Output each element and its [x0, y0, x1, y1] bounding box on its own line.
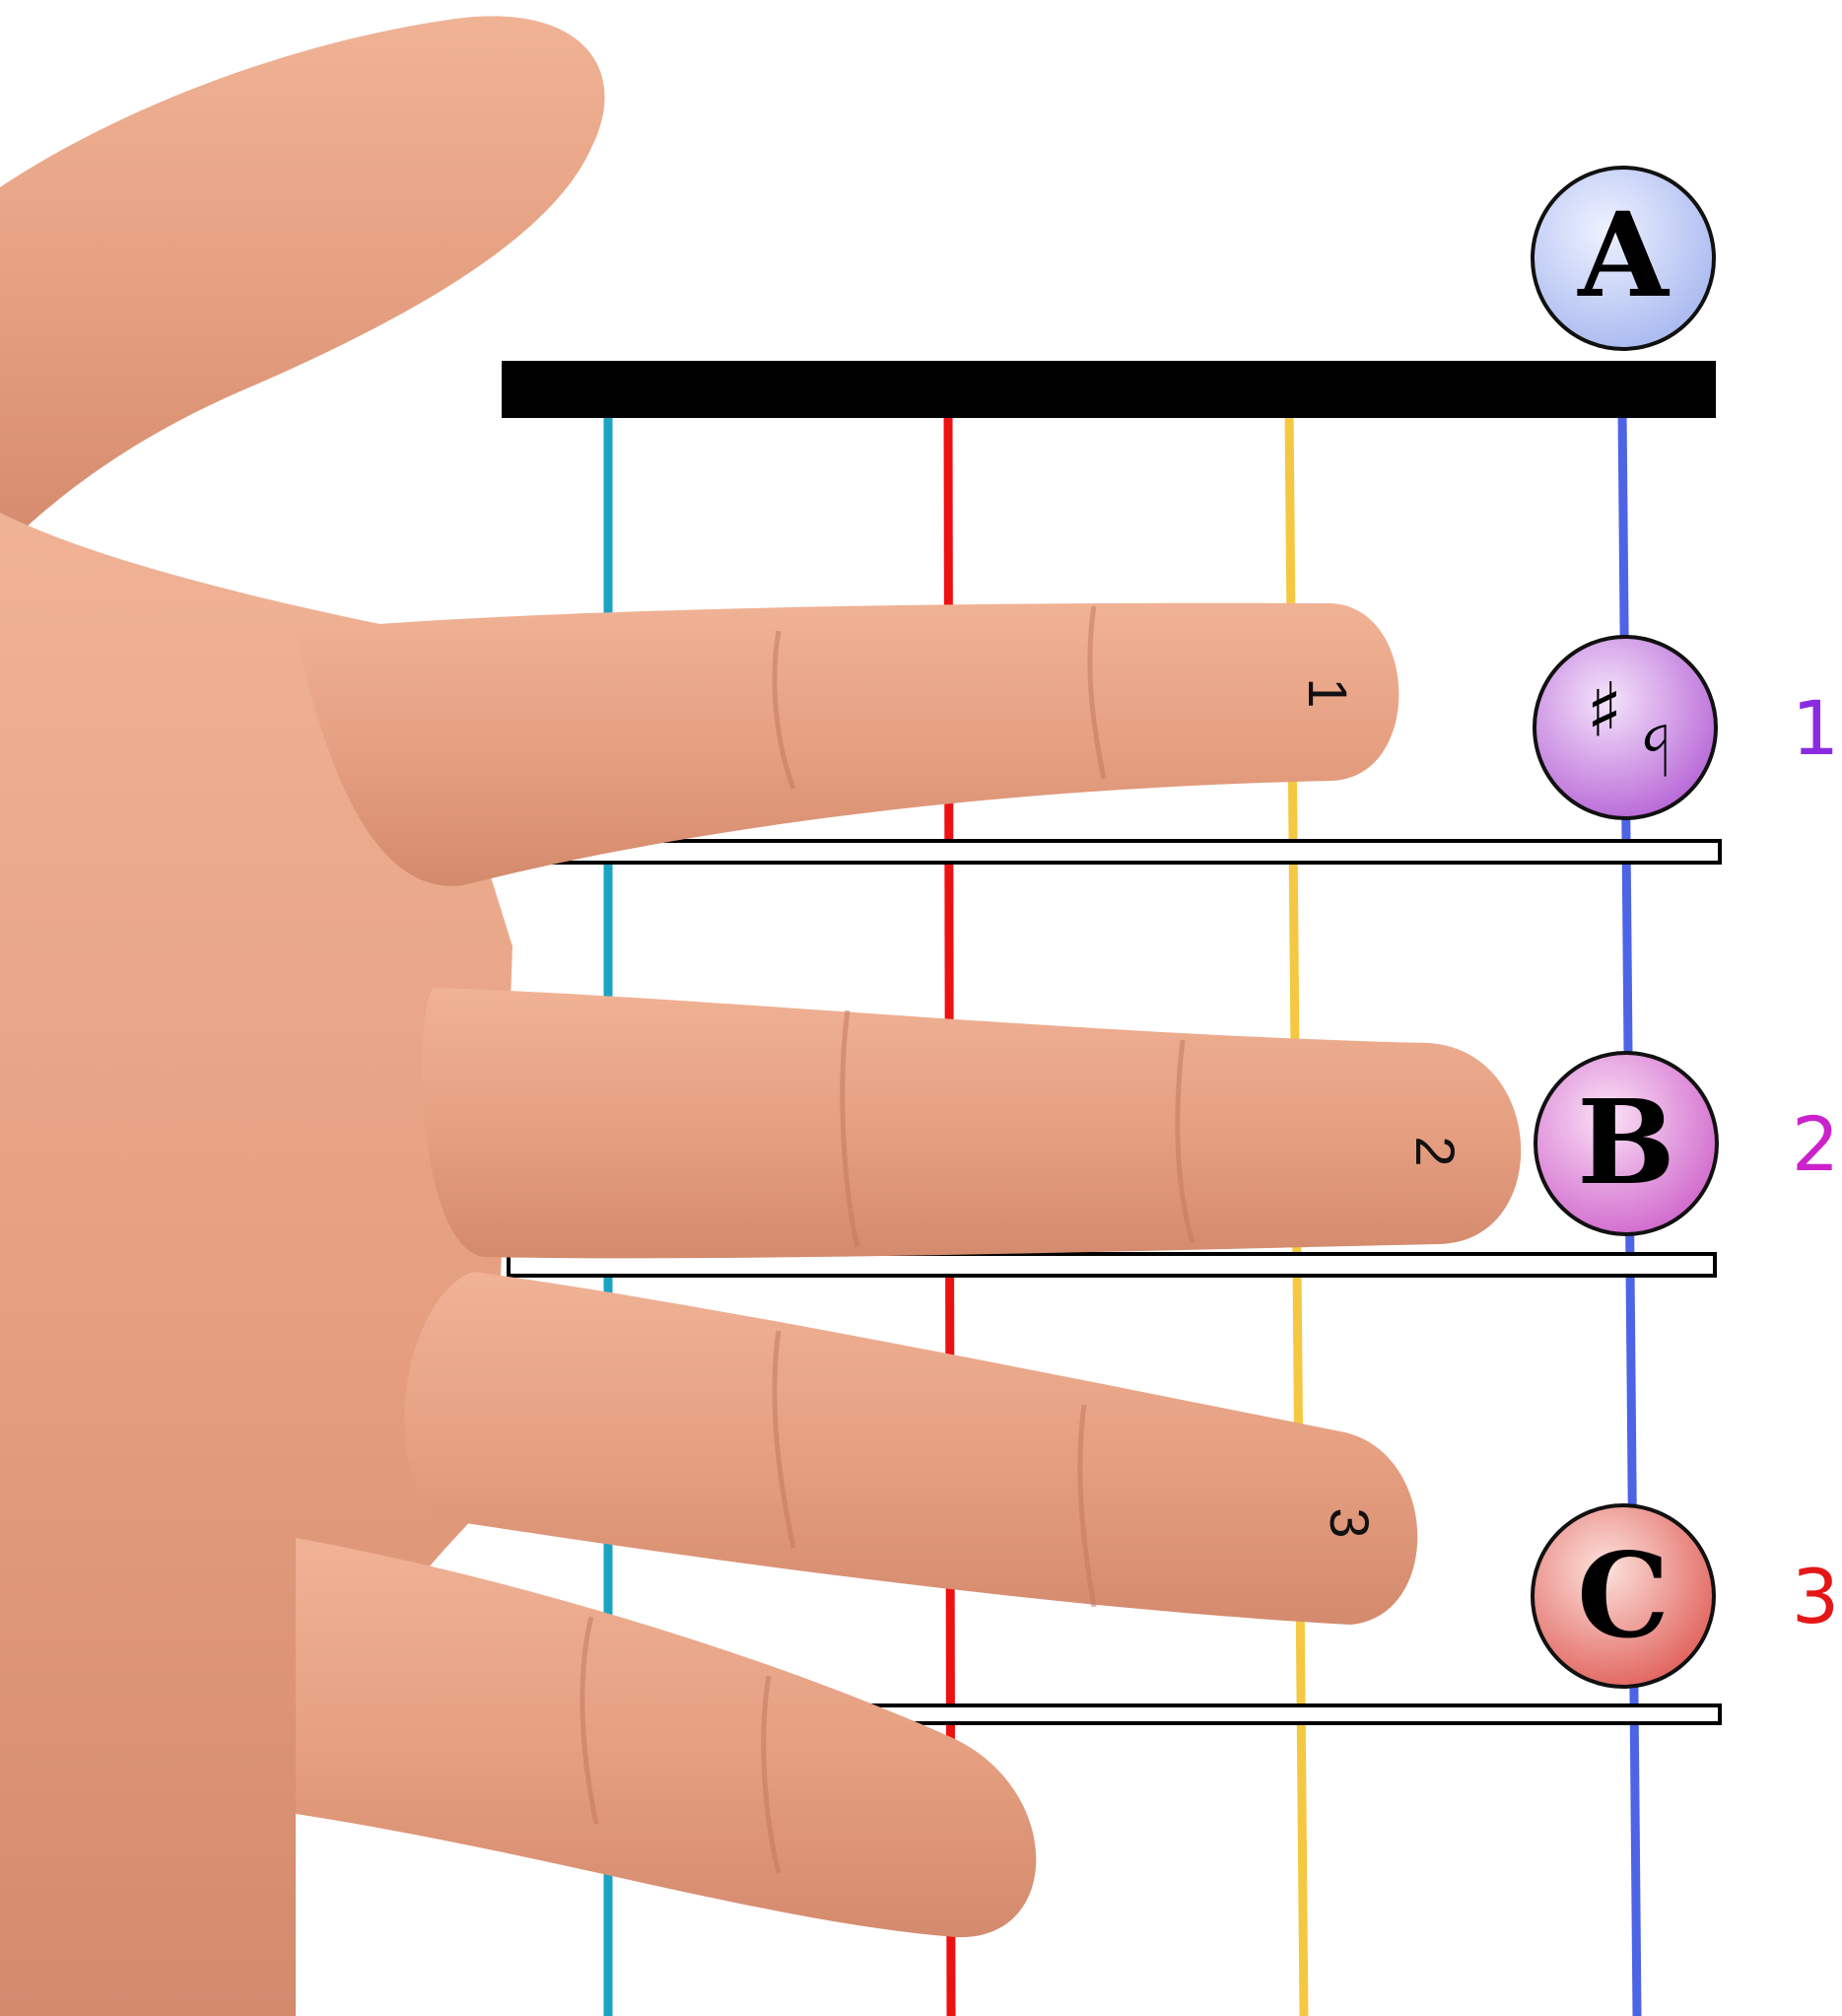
- finger-ring: [404, 1272, 1418, 1625]
- side-number-1: 1: [1792, 684, 1839, 772]
- note-second-label: B: [1577, 1074, 1675, 1211]
- thumb: [0, 16, 605, 553]
- side-number-3: 3: [1792, 1553, 1839, 1640]
- finger-label-1: 1: [1297, 677, 1359, 708]
- sharp-symbol: ♯: [1587, 663, 1623, 751]
- finger-label-2: 2: [1404, 1136, 1467, 1166]
- finger-middle: [422, 988, 1522, 1259]
- note-open-label: A: [1577, 186, 1670, 323]
- note-third-label: C: [1577, 1527, 1670, 1664]
- hand-illustration: [0, 16, 1522, 2016]
- nut: [502, 361, 1716, 418]
- side-number-2: 2: [1792, 1100, 1839, 1188]
- note-third-c: C: [1531, 1503, 1716, 1689]
- palm: [0, 513, 512, 2016]
- tape-1: [511, 839, 1722, 865]
- note-first-sharp-flat: ♯ ♭: [1533, 635, 1718, 820]
- finger-pinky: [296, 1538, 1037, 1938]
- note-second-b: B: [1534, 1051, 1719, 1236]
- note-open-a: A: [1531, 166, 1716, 351]
- finger-index: [296, 602, 1399, 886]
- flat-symbol: ♭: [1639, 708, 1672, 791]
- tape-2: [507, 1252, 1717, 1278]
- finger-label-3: 3: [1319, 1507, 1381, 1538]
